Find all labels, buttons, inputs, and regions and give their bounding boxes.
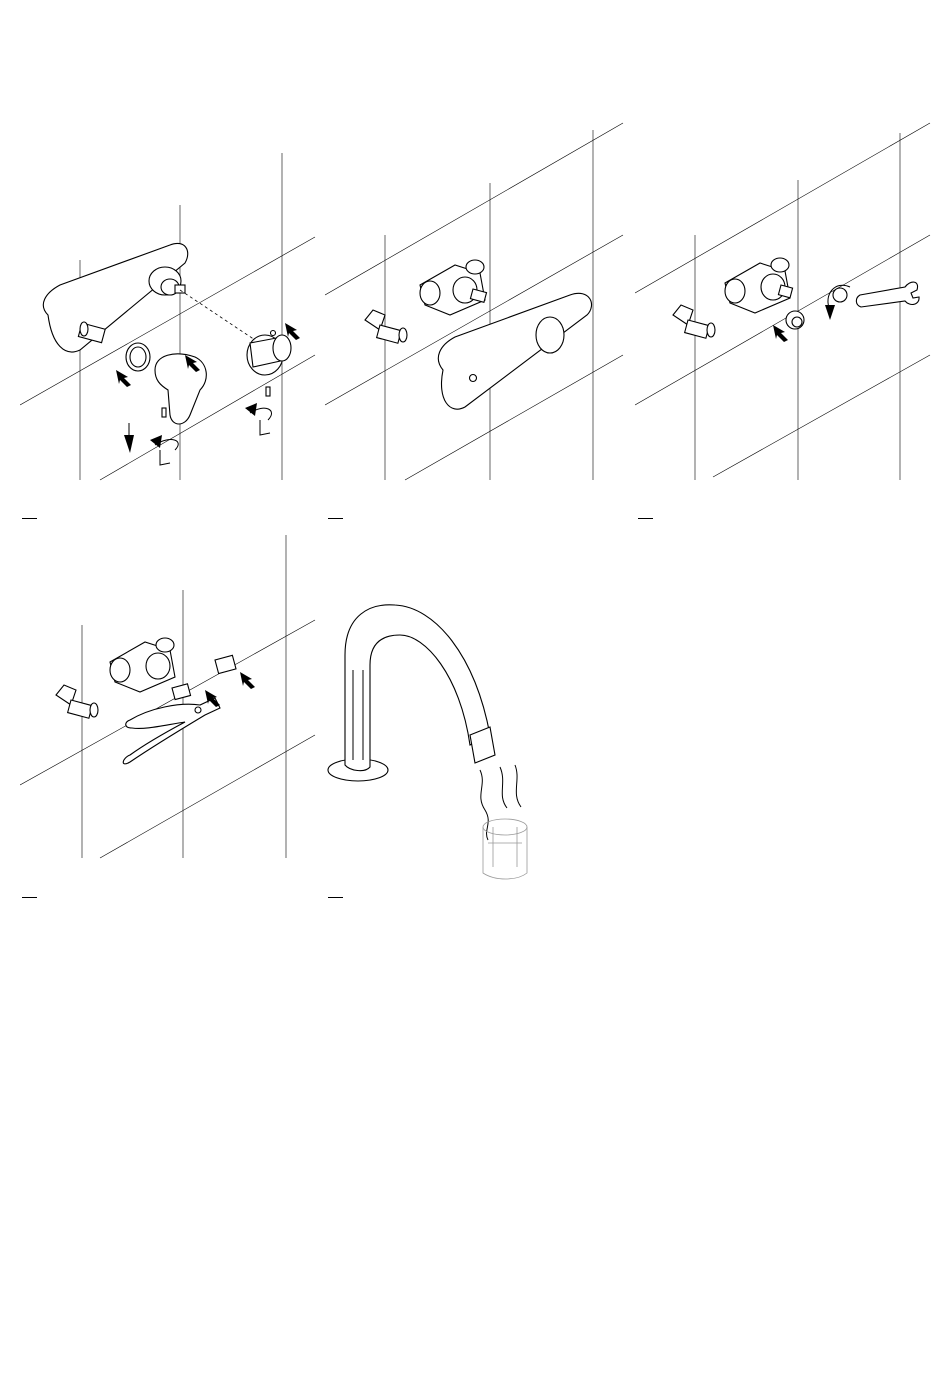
container-icon: [483, 819, 527, 879]
pin-icon: [56, 685, 98, 718]
step-5-marker: [328, 897, 343, 898]
cover-plate-icon: [43, 243, 187, 352]
step-5-illustration: [325, 595, 545, 885]
step-1-illustration: [20, 145, 320, 485]
step-2-marker: [328, 518, 343, 519]
mixer-body-icon: [725, 258, 793, 313]
pin-icon: [365, 310, 407, 343]
rotate-arrow-icon: [150, 403, 272, 450]
step-1-marker: [22, 518, 37, 519]
pliers-icon: [123, 698, 220, 764]
pin-icon: [673, 305, 715, 338]
step-3-illustration: [635, 115, 935, 485]
step-3-marker: [638, 518, 653, 519]
removal-arrow-icon: [773, 325, 788, 342]
step-4-illustration: [20, 530, 320, 865]
nut-icon: [786, 288, 847, 329]
knob-handle-icon: [247, 331, 291, 376]
water-flow-icon: [480, 765, 521, 840]
cartridge-icon: [149, 267, 185, 295]
wrench-icon: [856, 282, 919, 307]
step-2-illustration: [325, 115, 625, 485]
mixer-body-icon: [110, 638, 175, 692]
cartridge-icon: [172, 655, 236, 699]
mixer-body-icon: [420, 260, 487, 315]
spout-icon: [328, 605, 495, 781]
step-4-marker: [22, 897, 37, 898]
alignment-line: [180, 290, 255, 340]
ring-icon: [126, 343, 150, 371]
